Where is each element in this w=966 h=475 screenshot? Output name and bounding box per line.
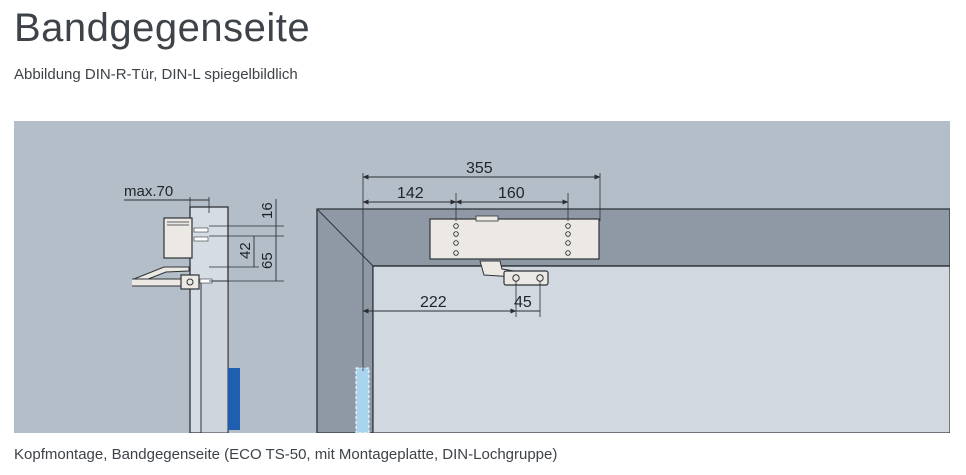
figure-caption: Kopfmontage, Bandgegenseite (ECO TS-50, … xyxy=(14,446,558,463)
dim-top-offset: 16 xyxy=(259,202,276,219)
arm-shoe xyxy=(180,274,200,290)
front-view: 355 142 160 222 45 xyxy=(316,160,950,433)
dim-arm-distance: 222 xyxy=(420,294,447,311)
dim-height-42: 42 xyxy=(237,242,254,259)
arm-rail xyxy=(132,278,185,287)
shoe-pivot xyxy=(186,278,194,286)
hinge-strip xyxy=(355,367,370,433)
dim-total-width: 355 xyxy=(466,160,493,177)
dim-left-span: 142 xyxy=(397,185,424,202)
page-title: Bandgegenseite xyxy=(14,6,311,50)
closer-body-front xyxy=(429,218,600,260)
page-subtitle: Abbildung DIN-R-Tür, DIN-L spiegelbildli… xyxy=(14,66,298,83)
door-leaf-section xyxy=(200,280,229,433)
closer-body-side xyxy=(163,217,193,259)
section-view: max.70 16 42 65 xyxy=(124,183,284,433)
mounting-screw xyxy=(193,236,209,242)
mounting-diagram: max.70 16 42 65 xyxy=(14,121,950,433)
dim-arm-width: 45 xyxy=(514,294,532,311)
dim-right-span: 160 xyxy=(498,185,525,202)
arm-slide-shoe xyxy=(503,270,549,286)
dim-height-65: 65 xyxy=(259,252,276,269)
blue-seal xyxy=(228,368,240,430)
mounting-holes xyxy=(453,223,571,256)
frame-miter xyxy=(316,208,374,267)
mounting-screw xyxy=(193,227,209,233)
door-panel xyxy=(372,265,950,433)
closer-top-lug xyxy=(475,215,499,222)
dim-max-width: max.70 xyxy=(124,183,173,200)
